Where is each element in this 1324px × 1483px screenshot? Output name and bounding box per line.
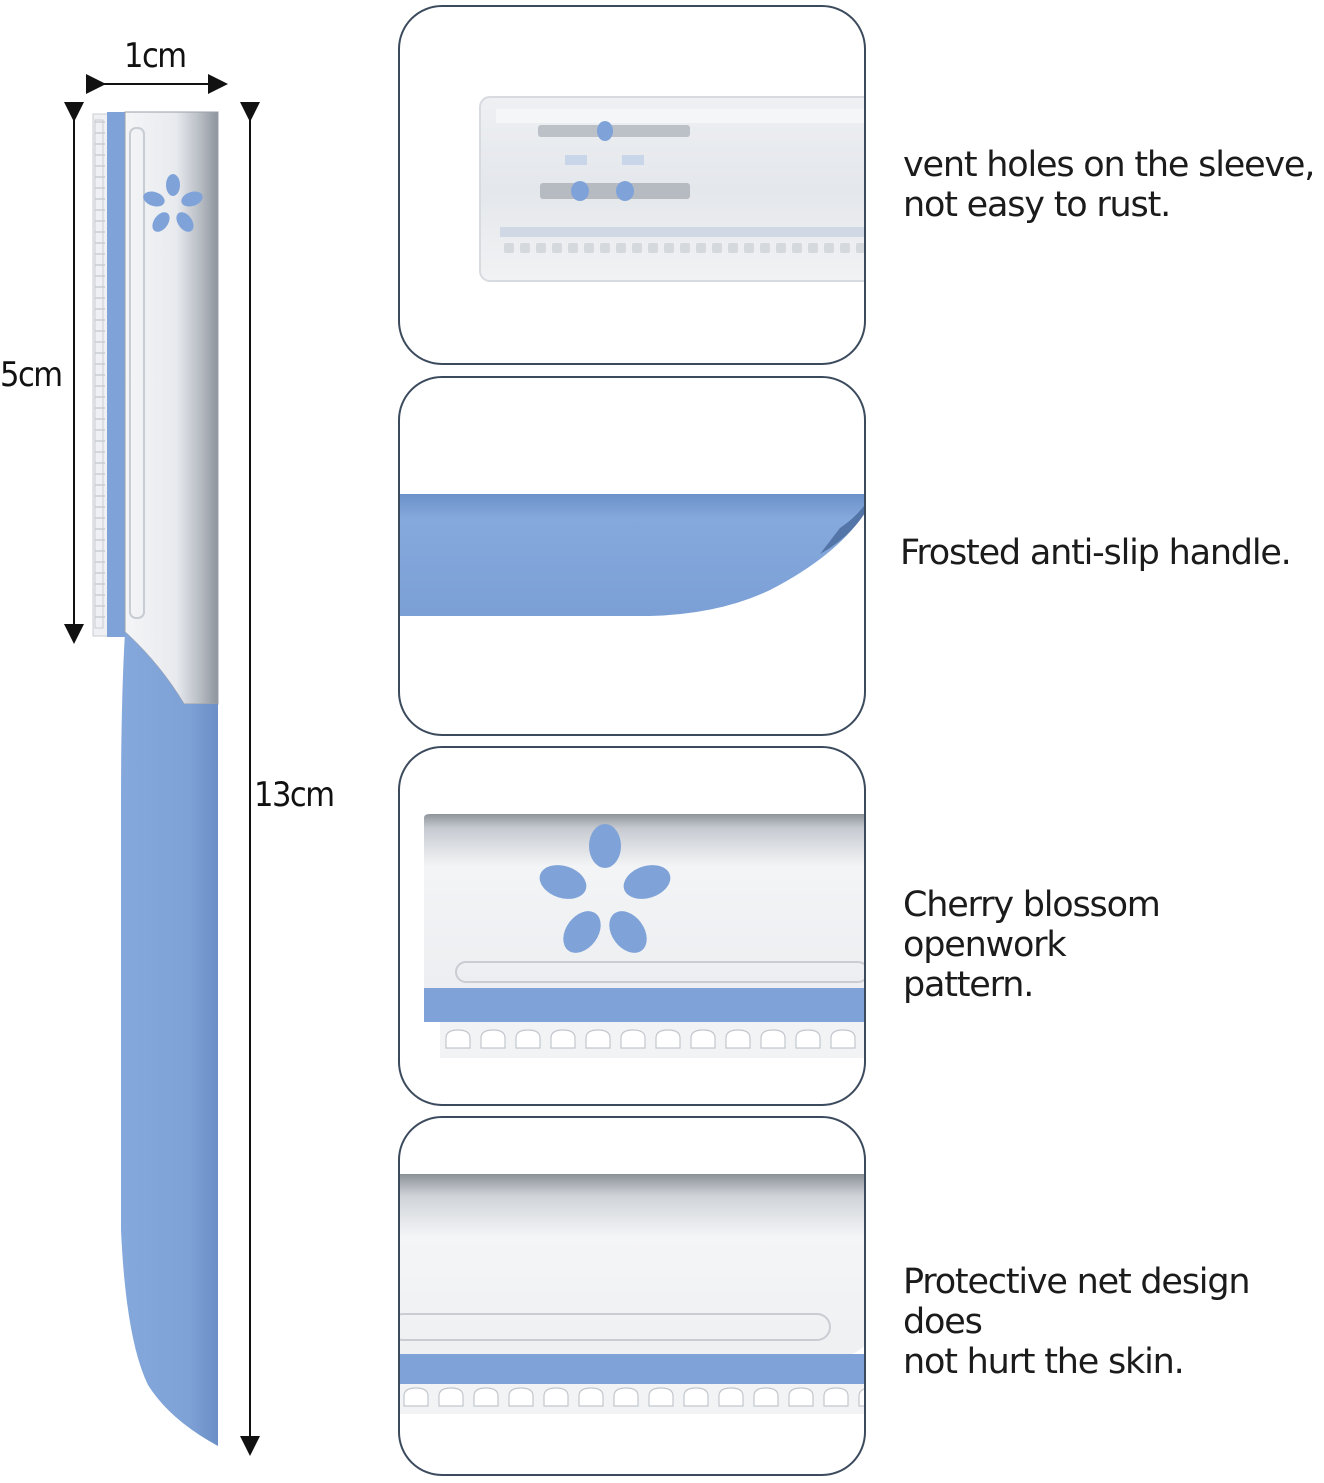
sleeve-closeup-icon	[479, 96, 864, 282]
razor-illustration	[64, 74, 260, 1456]
handle-caption: Frosted anti-slip handle.	[900, 533, 1292, 573]
net-caption: Protective net design does not hurt the …	[903, 1262, 1251, 1382]
blossom-closeup-panel	[398, 746, 866, 1106]
sleeve-caption: vent holes on the sleeve, not easy to ru…	[903, 145, 1315, 225]
net-closeup-icon	[400, 1174, 864, 1414]
net-closeup-panel	[398, 1116, 866, 1476]
razor-dimension-diagram: 1cm 5cm 13cm	[0, 0, 360, 1483]
blossom-closeup-icon	[424, 814, 864, 1058]
total-dimension-label: 13cm	[254, 775, 335, 815]
blade-dimension-label: 5cm	[0, 355, 63, 395]
width-dimension-label: 1cm	[124, 36, 187, 76]
sleeve-closeup-panel	[398, 5, 866, 365]
handle-closeup-panel	[398, 376, 866, 736]
handle-closeup-icon	[400, 494, 864, 616]
blossom-caption: Cherry blossom openwork pattern.	[903, 885, 1161, 1005]
